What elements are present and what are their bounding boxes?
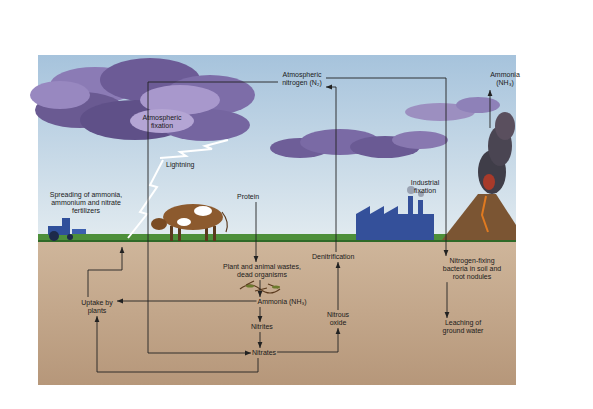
factory [356,186,434,240]
cycle-arrow [97,316,258,372]
cycle-step: Protein [236,192,260,202]
cycle-arrow [326,87,336,252]
cow-leg [170,226,173,241]
lava [482,196,488,232]
process-label: Atmospheric fixation [137,113,187,131]
process-label: Industrial fixation [403,178,448,196]
cycle-arrow [326,78,446,256]
process-label: Lightning [165,160,195,170]
spreader [72,229,86,234]
step-text: Nitrites [251,323,273,331]
tractor [48,218,86,241]
cloud-left [30,58,255,141]
cycle-arrow [117,301,257,302]
volcano [442,112,516,240]
step-text: Nitrogen-fixing bacteria in soil and roo… [442,257,502,281]
step-text: Denitrification [312,253,354,261]
smoke-puff [407,186,415,194]
step-text: Ammonia (NH₃) [258,298,307,306]
cycle-step: Uptake by plants [77,298,117,316]
cow-leg [213,226,216,241]
cycle-arrow [338,262,339,310]
leader-arrow [490,90,491,128]
step-text: Plant and animal wastes, dead organisms [218,263,306,279]
cloud [130,109,194,133]
cow-patch [194,206,212,216]
cloud [30,81,90,109]
lightning-bolt [160,140,228,158]
grass-edge [38,240,516,242]
cycle-arrow [447,282,448,318]
cycle-step: Nitrogen-fixing bacteria in soil and roo… [441,256,503,282]
step-text: Protein [237,193,259,201]
cycle-arrow [260,307,261,322]
leaf [246,285,254,288]
cycle-step: Ammonia (NH₃) [257,297,308,307]
cow-tail [222,212,227,232]
waste-debris [240,281,280,293]
step-text: Nitrous oxide [323,311,353,327]
leaf [272,286,280,289]
step-text: Atmospheric nitrogen (N₂) [279,71,325,87]
cycle-arrow [260,332,261,348]
volcano-smoke [495,112,515,140]
step-text: Nitrates [252,349,276,357]
volcano-glow [483,174,495,190]
tractor-wheel [67,234,73,240]
volcano-cone [442,194,516,240]
factory-building [356,196,434,240]
tractor-cab [62,218,70,227]
cycle-step: Nitrates [251,348,277,358]
cycle-arrow [260,280,261,297]
tractor-wheel [49,231,59,241]
step-text: Uptake by plants [78,299,116,315]
cow [151,204,227,241]
cycle-arrow [277,328,338,352]
cloud [456,97,500,113]
cycle-step: Nitrous oxide [322,310,354,328]
process-label: Spreading of ammonia, ammonium and nitra… [44,190,128,216]
step-text: Leaching of ground water [437,319,490,335]
process-label: Ammonia (NH₃) [485,70,525,88]
cow-patch [177,218,191,226]
sky [38,55,516,240]
leader-arrow [88,247,122,297]
cycle-arrow [256,202,257,262]
cloud [392,131,448,149]
waste-pile [240,281,280,293]
cow-body [163,204,223,230]
cloud-right [270,97,500,158]
cycle-step: Leaching of ground water [436,318,491,336]
soil [38,240,516,385]
cycle-step: Denitrification [311,252,355,262]
cow-head [151,218,167,230]
cycle-step: Nitrites [250,322,274,332]
cycle-step: Atmospheric nitrogen (N₂) [278,70,326,88]
cycle-step: Plant and animal wastes, dead organisms [217,262,307,280]
